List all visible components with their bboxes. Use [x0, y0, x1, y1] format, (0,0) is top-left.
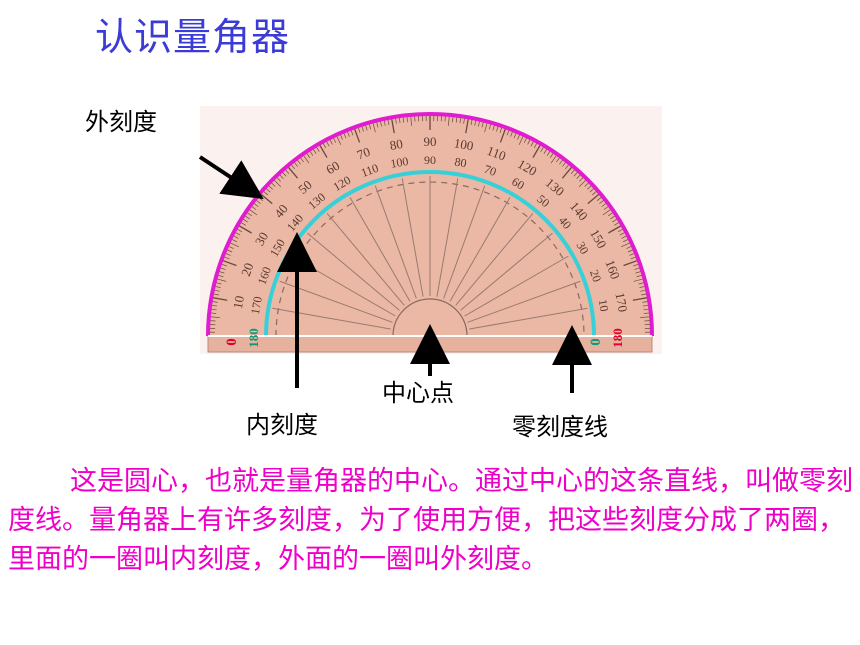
- label-zero-line: 零刻度线: [512, 413, 608, 441]
- outer-tick-label: 10: [230, 295, 247, 310]
- tick-mark: [465, 117, 470, 134]
- explanation-paragraph: 这是圆心，也就是量角器的中心。通过中心的这条直线，叫做零刻度线。量角器上有许多刻…: [8, 466, 853, 575]
- radial-line: [455, 213, 534, 306]
- outer-tick-label: 90: [424, 134, 437, 149]
- inner-tick-label: 160: [255, 265, 274, 287]
- inner-tick-label: 170: [248, 295, 265, 315]
- inner-tick-label: 90: [424, 153, 436, 167]
- arrow-outer-scale: [198, 155, 264, 200]
- inner-tick-label: 70: [482, 162, 498, 179]
- outer-tick-label: 60: [323, 158, 342, 177]
- inner-tick-label: 100: [389, 154, 409, 171]
- outer-tick-label: 110: [485, 143, 508, 164]
- tick-mark: [211, 296, 228, 301]
- radial-line: [469, 307, 588, 330]
- inner-tick-label: 10: [596, 298, 612, 312]
- outer-tick-label: 170: [612, 291, 630, 313]
- radial-line: [374, 185, 417, 299]
- tick-mark: [608, 224, 623, 234]
- radial-line: [272, 307, 391, 330]
- radial-line: [464, 255, 569, 317]
- tick-mark: [499, 127, 507, 143]
- label-inner-scale: 内刻度: [246, 411, 318, 439]
- inner-tick-label: 80: [453, 154, 467, 170]
- tick-mark: [561, 165, 574, 179]
- outer-tick-label: 80: [389, 136, 404, 153]
- dashed-circle-inner: [392, 298, 468, 337]
- radial-line: [326, 213, 405, 306]
- radial-line: [436, 178, 459, 297]
- end-label-left-0: 0: [224, 338, 240, 346]
- end-label-left-180: 180: [246, 328, 261, 348]
- radial-line: [307, 232, 400, 311]
- outer-tick-label: 70: [355, 144, 372, 163]
- outer-scale-arc: [206, 112, 654, 337]
- tick-mark: [623, 259, 639, 267]
- label-center-point: 中心点: [382, 379, 454, 407]
- end-label-right-0: 0: [588, 338, 604, 346]
- end-label-right-180: 180: [610, 328, 625, 348]
- tick-mark: [390, 117, 395, 134]
- radial-line: [460, 232, 553, 311]
- center-point: [426, 331, 434, 339]
- outer-tick-label: 160: [602, 258, 623, 281]
- tick-mark: [353, 127, 361, 143]
- radial-lines: [272, 176, 588, 330]
- tick-mark: [632, 296, 649, 301]
- label-outer-scale: 外刻度: [85, 108, 157, 136]
- dashed-circle-outer: [275, 181, 585, 337]
- outer-tick-label: 20: [238, 261, 257, 278]
- radial-line: [401, 178, 424, 297]
- radial-line: [443, 185, 486, 299]
- radial-line: [467, 280, 581, 323]
- tick-mark: [532, 143, 542, 158]
- tick-mark: [318, 143, 328, 158]
- tick-mark: [221, 259, 237, 267]
- inner-tick-label: 110: [359, 161, 380, 180]
- page-title: 认识量角器: [95, 15, 291, 59]
- tick-mark: [587, 192, 601, 205]
- radial-line: [449, 197, 511, 302]
- tick-mark: [286, 165, 299, 179]
- outer-tick-label: 100: [453, 135, 475, 153]
- inner-tick-label: 20: [587, 268, 604, 284]
- outer-tick-label: 30: [252, 229, 271, 248]
- tick-mark: [237, 224, 252, 234]
- radial-line: [349, 197, 411, 302]
